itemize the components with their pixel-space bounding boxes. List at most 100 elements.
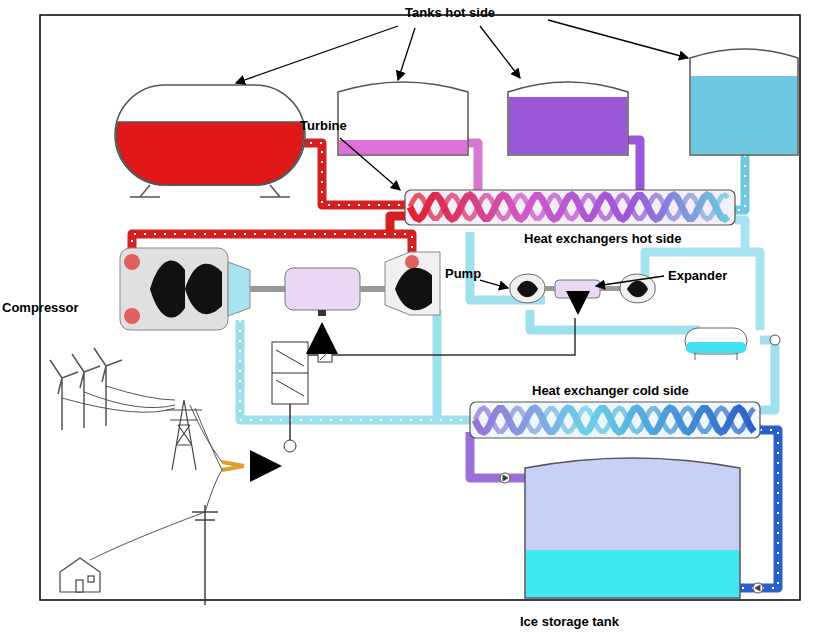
ice-storage-tank <box>525 458 740 598</box>
cold-helix <box>475 408 754 432</box>
part-label: Pump <box>445 266 481 281</box>
part-label: Heat exchanger cold side <box>532 383 689 398</box>
cold-pipes-part <box>760 340 775 410</box>
pink-tank-part <box>338 82 468 155</box>
power-lines-part <box>90 470 222 560</box>
circulation-pumps-part <box>500 473 510 483</box>
pump-part <box>517 281 538 298</box>
ice-storage-tank-part <box>526 550 739 597</box>
expander-generator <box>545 280 620 312</box>
transmission-tower <box>166 400 202 470</box>
hot-helix <box>410 195 728 219</box>
power-electronics-part <box>318 348 332 362</box>
grid-arrows <box>222 462 278 470</box>
wind-turbines <box>50 348 122 430</box>
motor-generator-part <box>285 268 360 310</box>
helix-strand <box>410 195 728 219</box>
expander-generator-part <box>555 280 600 298</box>
helix-strand <box>475 408 754 432</box>
compressor-part <box>124 308 140 324</box>
power-electronics <box>272 342 332 404</box>
leader-lines-part <box>340 138 400 190</box>
blue-tank-part <box>690 49 798 155</box>
part-label: Turbine <box>300 118 347 133</box>
circulation-pumps <box>500 335 780 593</box>
circulation-pumps-part <box>503 475 508 481</box>
signal-wire-part <box>308 354 318 356</box>
motor-generator-part <box>318 310 326 316</box>
house-part <box>60 558 100 592</box>
transformer <box>284 440 296 452</box>
purple-tank-part <box>508 82 628 155</box>
leader-lines-part <box>480 26 520 78</box>
horizontal-tank-part <box>130 185 290 197</box>
turbine-part <box>395 268 432 310</box>
leader-lines-part <box>398 28 415 80</box>
part-label: Heat exchangers hot side <box>524 231 682 246</box>
purple-tank <box>508 82 628 155</box>
part-label: Expander <box>668 268 727 283</box>
part-label: Compressor <box>2 300 79 315</box>
leader-lines-part <box>236 26 398 83</box>
compressor-part <box>250 286 285 292</box>
compressor-part <box>120 248 228 330</box>
power-electronics-part <box>272 342 308 404</box>
leader-lines-part <box>596 276 664 286</box>
transmission-tower-part <box>166 400 202 470</box>
house-part <box>76 580 83 592</box>
cold-heat-exchanger <box>470 402 760 438</box>
receiver-tank-part <box>686 342 746 353</box>
compressor-part <box>150 260 185 317</box>
grid-arrows-part <box>222 462 244 470</box>
power-electronics-part <box>320 350 330 360</box>
horizontal-tank-part <box>116 122 303 185</box>
hot-heat-exchanger <box>405 190 735 225</box>
motor-generator <box>285 268 385 316</box>
motor-generator-part <box>360 286 385 292</box>
cold-pipes-part <box>530 310 700 330</box>
compressor <box>120 248 285 330</box>
leader-lines <box>236 20 688 288</box>
circulation-pumps-part <box>755 585 760 591</box>
blue-tank-part <box>691 76 797 154</box>
leader-lines-part <box>548 20 688 58</box>
purple-tank-part <box>509 97 627 154</box>
leader-lines-part <box>480 280 508 288</box>
house-part <box>88 576 94 582</box>
expander-part <box>627 281 648 298</box>
horizontal-tank-part <box>115 85 305 185</box>
circulation-pumps-part <box>770 335 780 345</box>
receiver-tank <box>685 328 747 360</box>
receiver-tank-part <box>695 354 737 360</box>
expander-generator-part <box>545 286 555 291</box>
expander-generator-part <box>600 286 620 291</box>
hot-pipes-part <box>390 216 405 234</box>
cold-pipe-dots-part <box>240 320 470 420</box>
cold-pipes-part <box>740 430 778 588</box>
pink-tank <box>338 82 468 155</box>
part-label: Tanks hot side <box>405 5 495 20</box>
compressor-part <box>124 254 140 270</box>
power-electronics-part <box>272 350 308 396</box>
wind-turbines-part <box>72 354 100 428</box>
grid-arrows-part <box>250 464 278 468</box>
helix-strand <box>410 195 728 219</box>
circulation-pumps-part <box>753 583 763 593</box>
pink-tank-part <box>339 140 467 154</box>
blue-tank <box>690 49 798 155</box>
power-arrow <box>320 326 324 342</box>
cold-pipe-dots-part <box>740 430 778 588</box>
horizontal-tank <box>115 85 305 197</box>
cold-pipes-part <box>433 310 442 420</box>
turbine-part <box>405 255 419 269</box>
wind-turbines-part <box>50 360 78 430</box>
power-lines <box>62 386 222 560</box>
signal-wire <box>290 318 575 440</box>
compressor-part <box>228 262 250 316</box>
helix-strand <box>475 408 754 432</box>
turbine <box>385 252 440 315</box>
hot-pipes-part <box>745 252 760 330</box>
signal-wire-part <box>332 318 575 355</box>
utility-pole-part <box>192 505 218 605</box>
